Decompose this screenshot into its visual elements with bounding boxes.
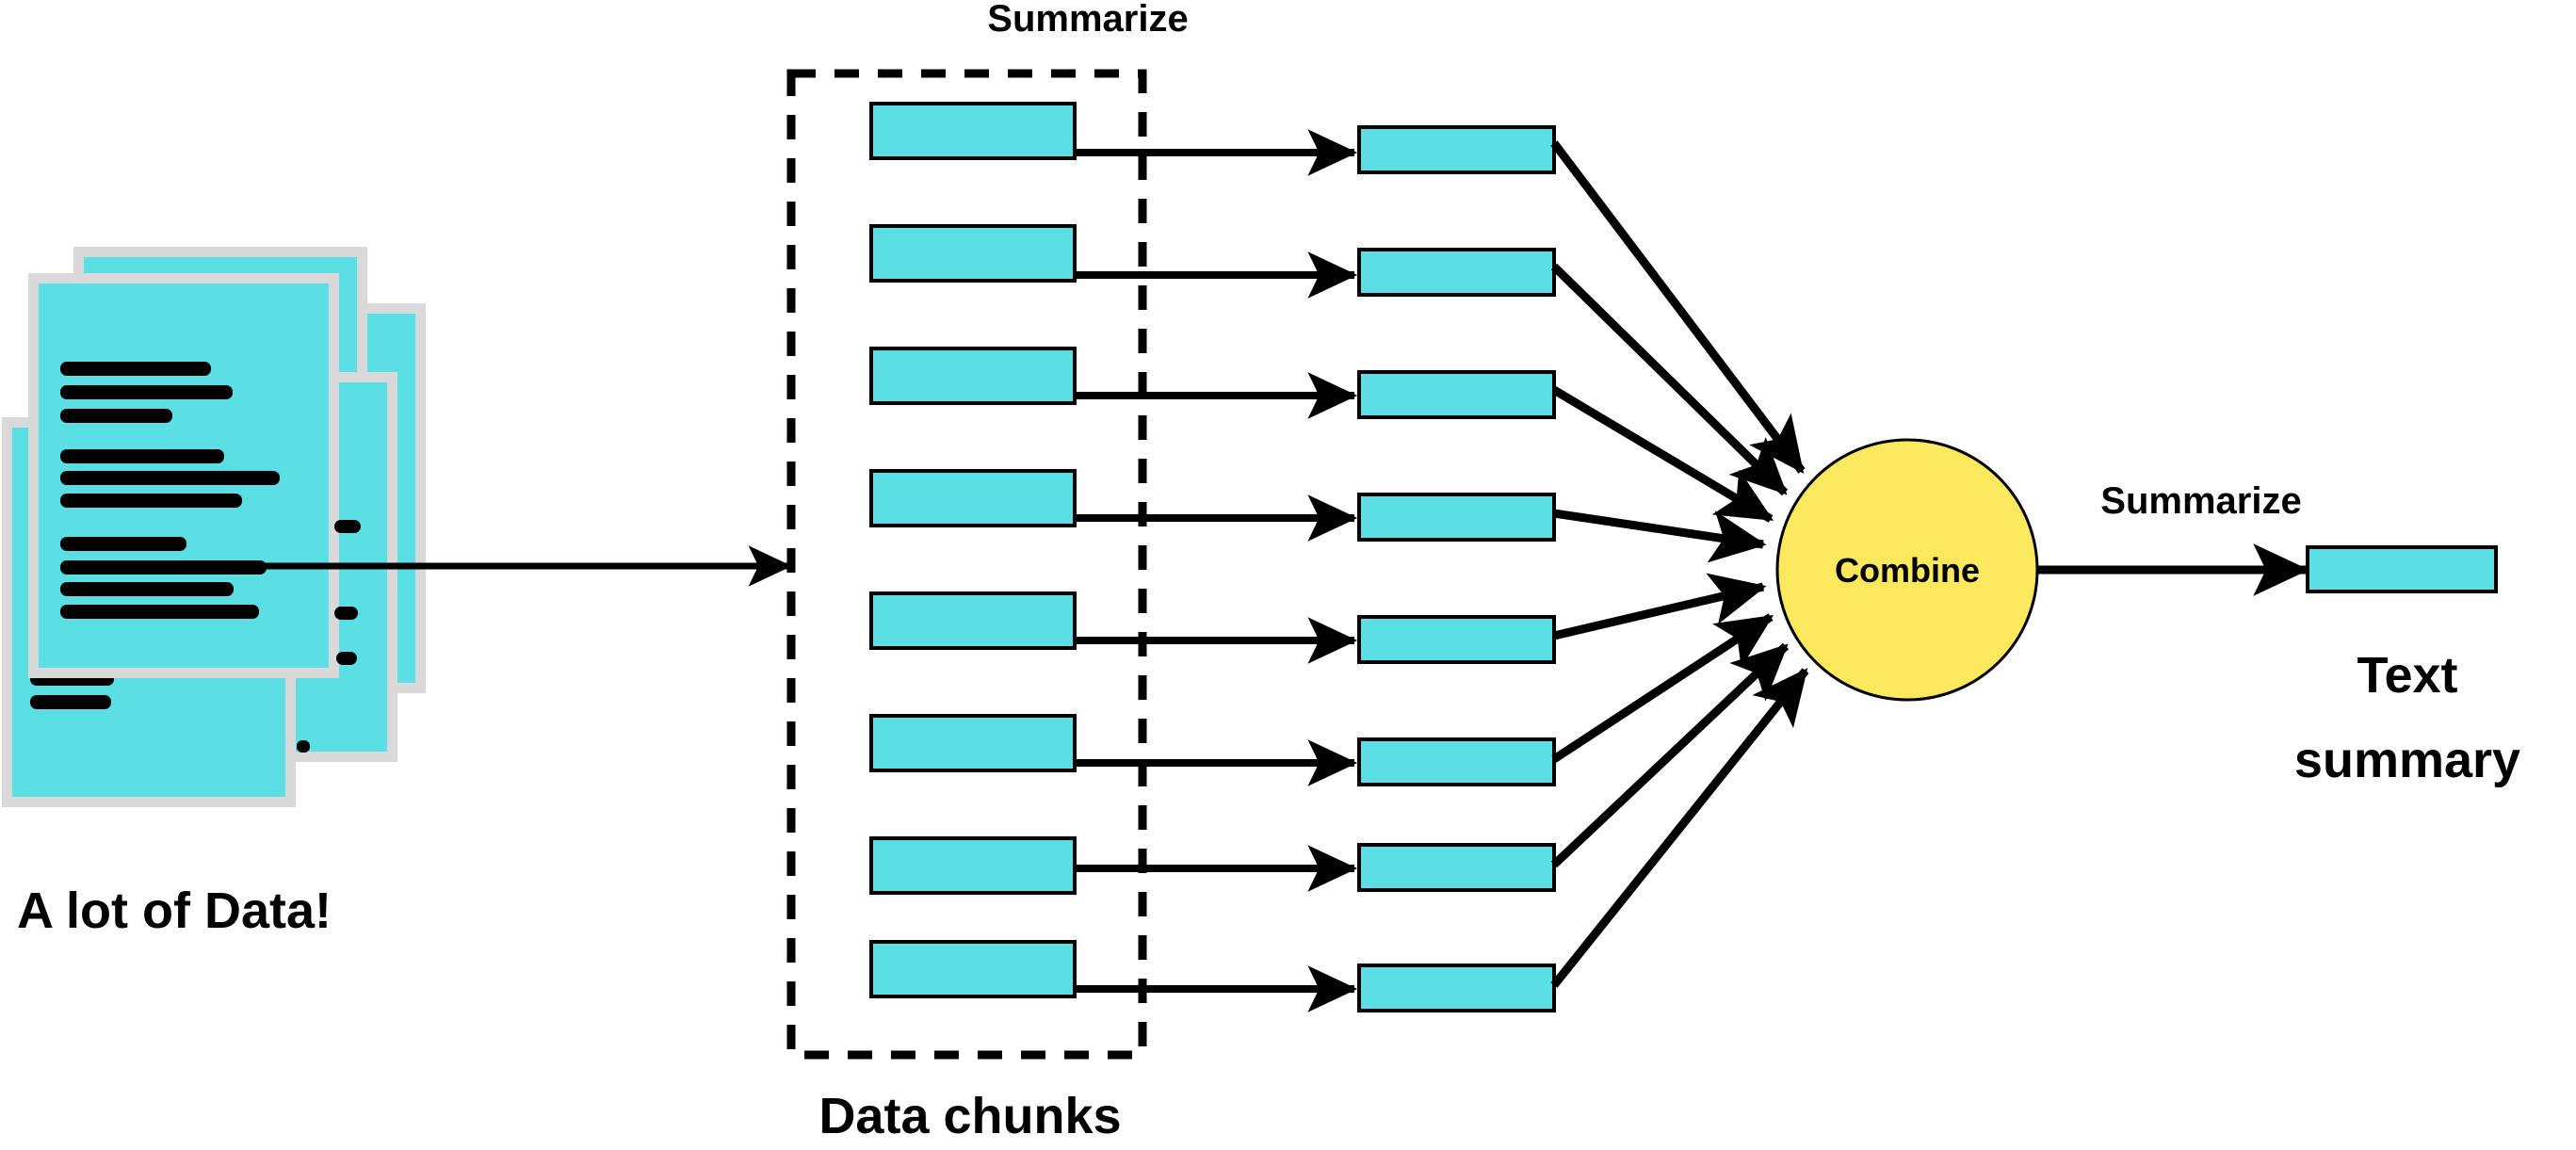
document-page-1 — [28, 273, 339, 678]
chunk-box[interactable] — [869, 224, 1077, 283]
chunk-summary-box[interactable] — [1357, 493, 1556, 542]
edge-summary-to-combine — [1551, 613, 1774, 763]
chunk-summary-box[interactable] — [1357, 370, 1556, 419]
document-stack — [2, 247, 426, 807]
edge-summary-to-combine — [1550, 642, 1790, 868]
edge-chunk-to-summary-list — [1075, 129, 1358, 1012]
edge-summary-to-combine — [1553, 509, 1767, 563]
chunk-box[interactable] — [869, 836, 1077, 895]
chunk-box[interactable] — [869, 469, 1077, 527]
chunk-box[interactable] — [869, 940, 1077, 998]
text-summary-box[interactable] — [2306, 545, 2498, 593]
edge-summary-to-combine — [1552, 573, 1767, 640]
edge-summary-to-combine — [1550, 140, 1806, 474]
output-label-line2: summary — [2294, 732, 2520, 788]
edge-summary-to-combine-list — [1550, 140, 1809, 988]
chunk-summary-box[interactable] — [1357, 125, 1556, 174]
chunk-summary-list — [1357, 125, 1556, 1012]
edge-summary-to-combine — [1551, 386, 1774, 523]
chunk-box[interactable] — [869, 102, 1077, 160]
combine-node[interactable]: Combine — [1775, 438, 2039, 702]
chunk-box[interactable] — [869, 347, 1077, 405]
chunk-summary-box[interactable] — [1357, 248, 1556, 297]
chunk-summary-box[interactable] — [1357, 964, 1556, 1012]
chunk-box[interactable] — [869, 714, 1077, 772]
chunk-summary-box[interactable] — [1357, 843, 1556, 892]
data-source-label: A lot of Data! — [17, 883, 332, 939]
output-label-line1: Text — [2357, 647, 2457, 704]
edge-summary-to-combine — [1550, 668, 1809, 988]
chunk-summary-box[interactable] — [1357, 737, 1556, 786]
combine-label: Combine — [1835, 551, 1980, 590]
chunk-box[interactable] — [869, 591, 1077, 650]
chunks-group-label: Data chunks — [818, 1088, 1121, 1144]
chunk-summary-box[interactable] — [1357, 615, 1556, 664]
map-step-label: Summarize — [987, 0, 1188, 40]
reduce-step-label: Summarize — [2100, 480, 2301, 522]
data-chunks-group-box — [786, 69, 1147, 1060]
edge-summary-to-combine — [1550, 263, 1789, 496]
document-stack-marks — [297, 520, 361, 753]
chunk-box-list — [869, 102, 1077, 998]
